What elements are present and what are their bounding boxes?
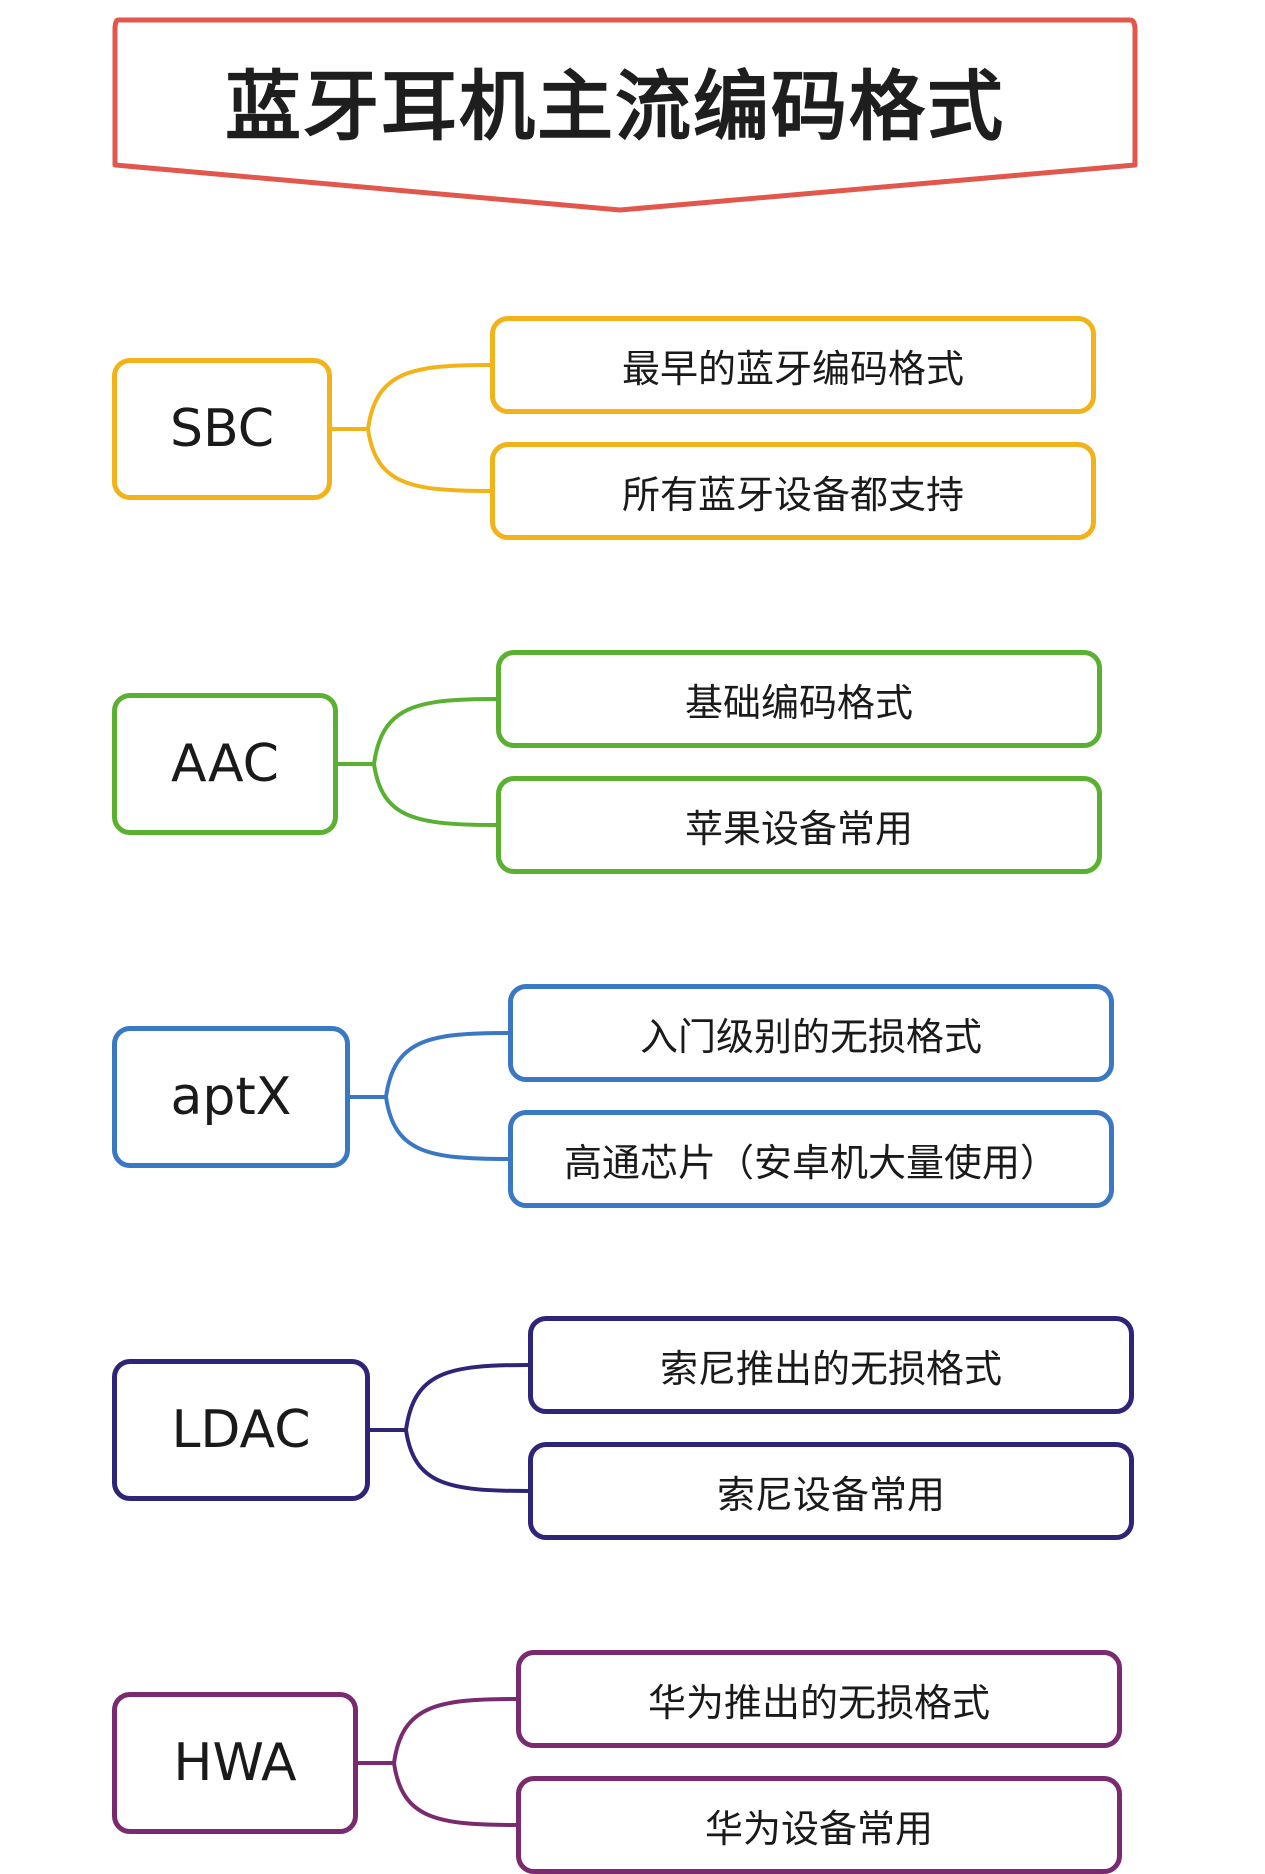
codec-box-aptx: aptX — [112, 1026, 350, 1168]
codec-aptx-feature-1: 入门级别的无损格式 — [508, 984, 1114, 1082]
page-title: 蓝牙耳机主流编码格式 — [225, 62, 1005, 151]
connector-sbc-2 — [366, 428, 491, 493]
codec-ldac-feature-2: 索尼设备常用 — [528, 1442, 1134, 1540]
codec-ldac-feature-1: 索尼推出的无损格式 — [528, 1316, 1134, 1414]
codec-box-aac: AAC — [112, 693, 338, 835]
codec-sbc-feature-1: 最早的蓝牙编码格式 — [490, 316, 1096, 414]
codec-hwa-feature-1: 华为推出的无损格式 — [516, 1650, 1122, 1748]
connector-aptx-2 — [384, 1096, 509, 1161]
codec-hwa-feature-2: 华为设备常用 — [516, 1776, 1122, 1874]
connector-ldac-2 — [404, 1429, 529, 1493]
connector-sbc-1 — [366, 363, 491, 430]
connector-aptx-1 — [384, 1031, 509, 1098]
connector-aac-2 — [372, 763, 497, 827]
connector-hwa-1 — [392, 1697, 517, 1764]
codec-box-ldac: LDAC — [112, 1359, 370, 1501]
codec-sbc-feature-2: 所有蓝牙设备都支持 — [490, 442, 1096, 540]
title-banner-frame — [112, 17, 1138, 213]
codec-box-hwa: HWA — [112, 1692, 358, 1834]
connector-hwa-2 — [392, 1762, 517, 1827]
title-banner-outline — [112, 17, 1138, 213]
connector-ldac-1 — [404, 1363, 529, 1431]
codec-box-sbc: SBC — [112, 358, 332, 500]
codec-aptx-feature-2: 高通芯片（安卓机大量使用） — [508, 1110, 1114, 1208]
connector-aac-1 — [372, 697, 497, 765]
codec-aac-feature-2: 苹果设备常用 — [496, 776, 1102, 874]
codec-aac-feature-1: 基础编码格式 — [496, 650, 1102, 748]
